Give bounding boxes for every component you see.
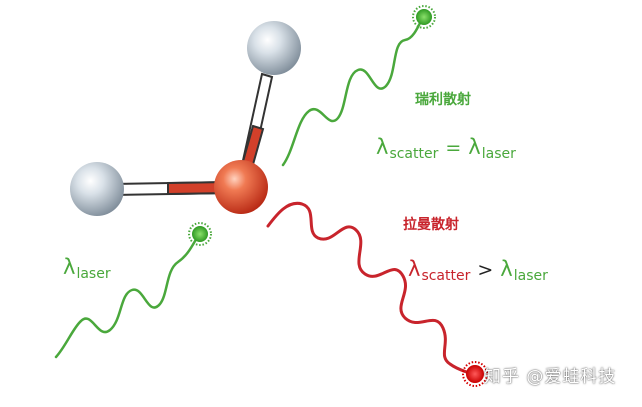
- atom-center-red: [214, 160, 268, 214]
- rayleigh-photon-burst: [412, 5, 436, 29]
- incident-laser-wave: [54, 234, 200, 359]
- raman-photon-burst: [462, 361, 488, 387]
- incident-photon-burst: [188, 222, 212, 246]
- atom-left-gray: [70, 162, 124, 216]
- incident-lambda: λ: [63, 255, 76, 279]
- rayleigh-left-subscript: scatter: [389, 146, 439, 162]
- bond-upper: [240, 72, 274, 170]
- rayleigh-left-lambda: λ: [376, 135, 389, 159]
- rayleigh-scattering-title: 瑞利散射: [415, 92, 471, 108]
- raman-operator: >: [477, 259, 494, 281]
- rayleigh-right-subscript: laser: [481, 146, 516, 162]
- bond-left: [109, 180, 231, 197]
- raman-right-subscript: laser: [513, 268, 548, 284]
- raman-scattered-wave: [266, 201, 474, 376]
- raman-right-lambda: λ: [500, 257, 513, 281]
- rayleigh-scattered-wave: [281, 17, 424, 167]
- watermark: 知乎 @爱蛙科技: [484, 367, 617, 387]
- incident-subscript: laser: [76, 266, 111, 282]
- raman-left-subscript: scatter: [421, 268, 471, 284]
- rayleigh-right-lambda: λ: [468, 135, 481, 159]
- rayleigh-operator: =: [445, 137, 462, 159]
- raman-left-lambda: λ: [408, 257, 421, 281]
- atom-top-gray: [247, 21, 301, 75]
- raman-scattering-title: 拉曼散射: [403, 217, 459, 233]
